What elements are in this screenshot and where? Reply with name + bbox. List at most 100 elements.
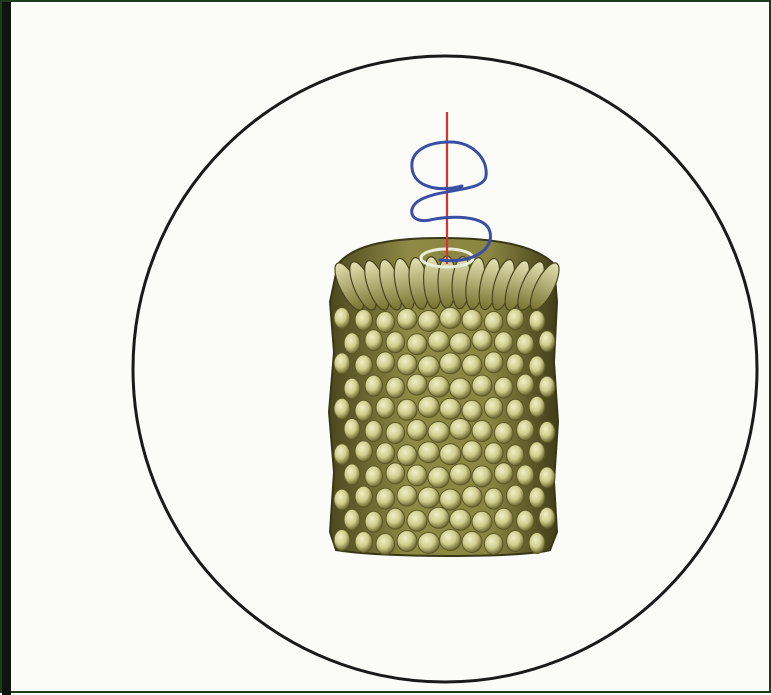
bead [355, 532, 372, 553]
bead [428, 376, 449, 397]
bead [344, 333, 360, 354]
bead [386, 332, 405, 353]
bead [418, 442, 439, 463]
bead [472, 375, 492, 396]
bead [507, 309, 524, 330]
bead [484, 397, 503, 418]
bead [440, 444, 461, 465]
bead [376, 534, 395, 555]
bead [334, 398, 350, 419]
bead [440, 489, 461, 510]
bead [428, 422, 449, 443]
bead [355, 441, 372, 462]
bead [355, 486, 372, 507]
bead [462, 400, 482, 421]
bead [397, 485, 417, 506]
bead [484, 312, 503, 333]
bead [462, 486, 482, 507]
bead [529, 356, 545, 377]
bead [529, 442, 545, 463]
bead [450, 333, 471, 354]
bead [334, 308, 350, 329]
bead [494, 508, 513, 529]
bead [462, 355, 482, 376]
bead [365, 511, 382, 532]
bead [472, 511, 492, 532]
bead [365, 375, 382, 396]
bead [355, 400, 372, 421]
bead [529, 396, 545, 417]
bead [517, 334, 534, 355]
bead [407, 374, 427, 395]
bead [365, 421, 382, 442]
bead [440, 530, 461, 551]
bead [539, 331, 555, 352]
bead [386, 377, 405, 398]
bead [450, 419, 471, 440]
bead [507, 354, 524, 375]
bead [397, 531, 417, 552]
bead [365, 330, 382, 351]
bead [376, 312, 395, 333]
bead [418, 396, 439, 417]
bead [386, 423, 405, 444]
bead [397, 445, 417, 466]
bead [344, 419, 360, 440]
bead [529, 311, 545, 332]
bead [462, 532, 482, 553]
bead [484, 488, 503, 509]
bead [397, 309, 417, 330]
bead [376, 443, 395, 464]
bead [507, 399, 524, 420]
bead [334, 353, 350, 374]
bead [529, 533, 545, 554]
bead [344, 464, 360, 485]
bead [418, 356, 439, 377]
bead [517, 510, 534, 531]
bead [517, 374, 534, 395]
bead [462, 441, 482, 462]
bead [355, 355, 372, 376]
bead [472, 466, 492, 487]
bead [539, 507, 555, 528]
bead [462, 310, 482, 331]
bead [507, 531, 524, 552]
bead [334, 489, 350, 510]
bead [472, 330, 492, 351]
bead [407, 465, 427, 486]
bead [494, 377, 513, 398]
bead [484, 352, 503, 373]
bead [450, 464, 471, 485]
bead [507, 445, 524, 466]
bead [376, 397, 395, 418]
bead [440, 308, 461, 329]
bead [418, 533, 439, 554]
bead-lattice [334, 308, 555, 555]
bead [407, 334, 427, 355]
bead [334, 530, 350, 551]
top-petal-ring [329, 256, 564, 314]
bead [397, 354, 417, 375]
bead [397, 399, 417, 420]
bead [494, 463, 513, 484]
bead [494, 423, 513, 444]
bead [484, 534, 503, 555]
bead [428, 331, 449, 352]
bead [376, 488, 395, 509]
bead [539, 376, 555, 397]
bead [539, 467, 555, 488]
bead [344, 509, 360, 530]
bead [344, 378, 360, 399]
bead [472, 421, 492, 442]
bead [539, 422, 555, 443]
bead [355, 310, 372, 331]
bead [376, 352, 395, 373]
bead [507, 485, 524, 506]
bead [334, 444, 350, 465]
bead [428, 467, 449, 488]
bead [517, 420, 534, 441]
bead [407, 510, 427, 531]
bead [450, 509, 471, 530]
bead [450, 378, 471, 399]
